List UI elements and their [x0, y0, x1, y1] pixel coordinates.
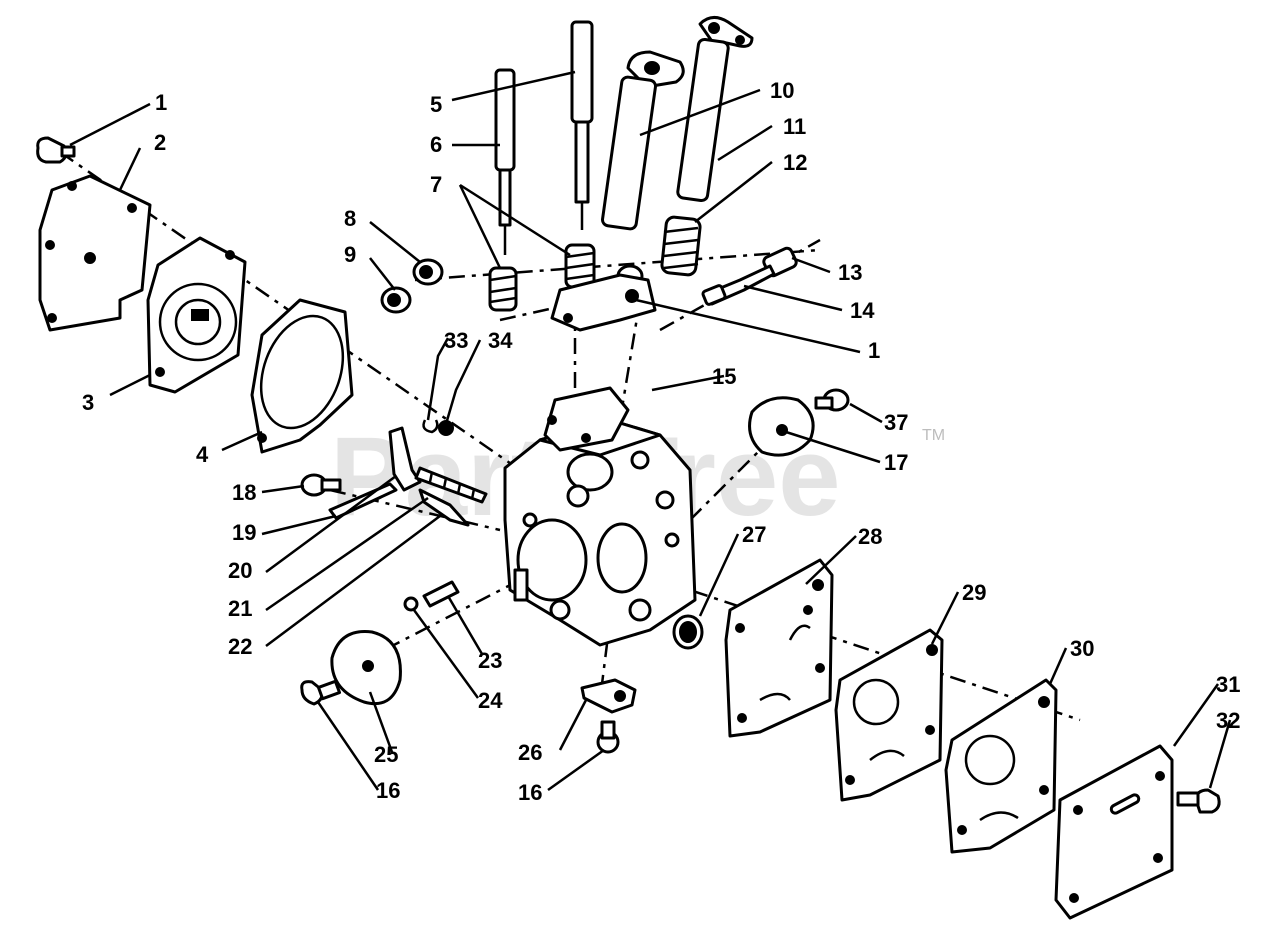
label-10: 10: [770, 78, 794, 103]
part-31-cover: [1054, 744, 1174, 920]
label-25: 25: [374, 742, 398, 767]
part-6-needle: [494, 68, 516, 255]
part-16-screw-bottom: [596, 720, 620, 754]
part-16-screw-left: [300, 679, 342, 706]
part-32-screw: [1176, 788, 1221, 814]
part-4-gasket: [250, 298, 354, 454]
label-11: 11: [783, 114, 806, 139]
label-3: 3: [82, 390, 94, 415]
label-26: 26: [518, 740, 542, 765]
leader-lines: [69, 70, 1232, 792]
label-18: 18: [232, 480, 256, 505]
label-29: 29: [962, 580, 986, 605]
label-33: 33: [444, 328, 468, 353]
part-27-screen: [672, 614, 704, 650]
part-25-disk: [330, 630, 402, 706]
label-23: 23: [478, 648, 502, 673]
label-1: 1: [155, 90, 167, 115]
label-2: 2: [154, 130, 166, 155]
part-3-diaphragm: [146, 236, 247, 394]
label-24: 24: [478, 688, 503, 713]
label-20: 20: [228, 558, 252, 583]
carburetor-body: [503, 386, 697, 647]
part-5-needle: [570, 20, 594, 230]
part-23-spring: [422, 580, 460, 608]
label-15: 15: [712, 364, 736, 389]
part-12-spring: [660, 215, 702, 277]
label-4: 4: [196, 442, 209, 467]
part-15-plate: [550, 273, 657, 332]
label-28: 28: [858, 524, 882, 549]
part-24-ball: [403, 596, 419, 612]
watermark-trademark: TM: [922, 427, 945, 444]
label-31: 31: [1216, 672, 1240, 697]
label-7: 7: [430, 172, 442, 197]
label-12: 12: [783, 150, 807, 175]
label-34: 34: [488, 328, 513, 353]
part-28-gasket: [724, 558, 834, 738]
part-14-idle-screw: [701, 264, 776, 306]
part-37-screw: [814, 388, 850, 412]
label-27: 27: [742, 522, 766, 547]
label-14: 14: [850, 298, 875, 323]
label-16-bottom: 16: [518, 780, 542, 805]
label-22: 22: [228, 634, 252, 659]
part-1-screw: [36, 136, 76, 164]
part-10-throttle-shaft: [601, 50, 685, 231]
part-22-spring: [414, 466, 488, 504]
part-20-lever: [388, 426, 422, 492]
part-29-gasket: [834, 628, 944, 802]
label-32: 32: [1216, 708, 1240, 733]
part-number-labels: 1 2 3 4 5 6 7 8 9 10 11 12 13 14 1 15 33…: [82, 78, 1240, 805]
part-2-cover-plate: [38, 174, 152, 332]
part-33-clip: [422, 419, 439, 434]
label-8: 8: [344, 206, 356, 231]
label-9: 9: [344, 242, 356, 267]
label-16-left: 16: [376, 778, 400, 803]
part-30-gasket: [944, 678, 1058, 854]
part-9-seal: [380, 286, 412, 314]
part-7-spring-left: [488, 266, 518, 312]
label-17: 17: [884, 450, 908, 475]
label-21: 21: [228, 596, 252, 621]
label-37: 37: [884, 410, 908, 435]
part-8-seal: [412, 258, 444, 286]
part-7-spring-right: [564, 243, 596, 289]
part-26-clip: [580, 678, 637, 714]
label-1-second: 1: [868, 338, 880, 363]
label-6: 6: [430, 132, 442, 157]
part-17-disk: [748, 396, 815, 457]
label-19: 19: [232, 520, 256, 545]
label-30: 30: [1070, 636, 1094, 661]
part-18-screw: [300, 473, 342, 497]
label-13: 13: [838, 260, 862, 285]
part-11-choke-shaft: [676, 16, 754, 203]
label-5: 5: [430, 92, 442, 117]
